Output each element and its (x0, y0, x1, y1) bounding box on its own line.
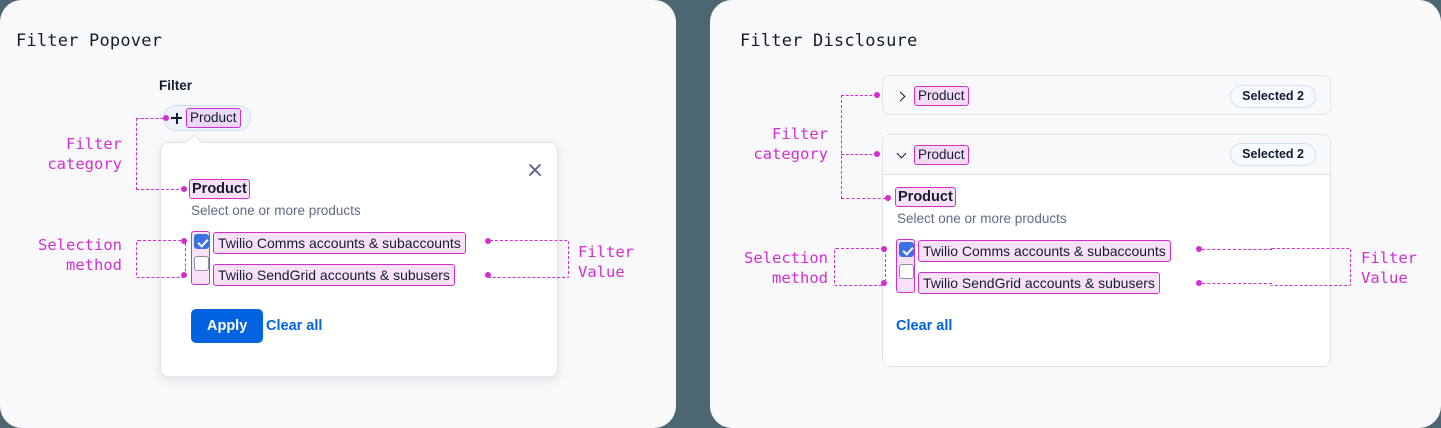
expanded-label-highlight: Product (914, 144, 969, 165)
anno-line (841, 95, 877, 96)
anno-line (841, 154, 877, 155)
selection-method-highlight-right (896, 239, 915, 293)
anno-dot (874, 151, 880, 157)
annotation-filter-value-left-text: Filter Value (578, 243, 634, 281)
disclosure-expanded: Product Selected 2 (882, 134, 1331, 367)
annotation-selection-method-right-text: Selection method (744, 249, 828, 287)
anno-dot (181, 186, 187, 192)
anno-dot (485, 272, 491, 278)
annotation-selection-method-left: Selection method (0, 235, 122, 275)
popover-group-title-highlight: Product (189, 179, 250, 199)
clear-all-button[interactable]: Clear all (266, 318, 323, 334)
disclosure-group-title-highlight: Product (895, 187, 956, 207)
annotation-selection-method-right: Selection method (710, 248, 828, 288)
disclosure-expanded-header[interactable]: Product Selected 2 (883, 135, 1330, 175)
disclosure-group-title: Product (898, 189, 953, 205)
filter-disclosure-panel: Filter Disclosure Product Selected 2 Pro… (710, 0, 1441, 428)
plus-icon (171, 112, 182, 124)
option-label-sendgrid-right[interactable]: Twilio SendGrid accounts & subusers (918, 272, 1160, 294)
anno-dot (881, 280, 887, 286)
popover-group-subtitle: Select one or more products (191, 203, 361, 218)
annotation-filter-category-right: Filter category (710, 124, 828, 164)
anno-line (136, 118, 137, 190)
annotation-filter-value-right: Filter Value (1361, 248, 1441, 288)
chevron-down-icon (896, 149, 908, 161)
annotation-selection-method-left-text: Selection method (38, 236, 122, 274)
disclosure-group-subtitle: Select one or more products (897, 211, 1067, 226)
apply-button[interactable]: Apply (191, 309, 264, 343)
checkbox-comms-right[interactable] (899, 242, 914, 257)
annotation-filter-value-left: Filter Value (578, 242, 676, 282)
popover-group-title: Product (192, 181, 247, 197)
anno-bracket (834, 248, 886, 286)
filter-trigger-label: Product (190, 110, 237, 125)
popover-arrow (186, 134, 202, 143)
anno-dot (881, 246, 887, 252)
selection-method-highlight (191, 231, 210, 285)
page-title-left: Filter Popover (16, 31, 163, 51)
disclosure-collapsed[interactable]: Product Selected 2 (882, 75, 1331, 115)
option-label-comms[interactable]: Twilio Comms accounts & subaccounts (213, 232, 466, 254)
page-title-right: Filter Disclosure (740, 31, 918, 51)
anno-dot (1196, 246, 1202, 252)
anno-line (841, 198, 886, 199)
checkbox-sendgrid-right[interactable] (899, 264, 914, 279)
anno-dot (181, 238, 187, 244)
filter-category-highlight: Product (186, 108, 241, 128)
annotation-filter-category-right-text: Filter category (753, 125, 828, 163)
disclosure-collapsed-header[interactable]: Product Selected 2 (883, 76, 1330, 114)
annotation-filter-category-left: Filter category (0, 134, 122, 174)
filter-popover-panel: Filter Popover Filter Product Product Se… (0, 0, 676, 428)
status-badge-expanded: Selected 2 (1230, 143, 1316, 166)
collapsed-label-highlight: Product (914, 86, 969, 106)
checkbox-comms[interactable] (194, 234, 209, 249)
anno-dot (1196, 280, 1202, 286)
close-icon[interactable] (524, 159, 546, 181)
anno-line (841, 95, 842, 199)
disclosure-collapsed-label: Product (918, 88, 965, 103)
anno-dot (163, 115, 169, 121)
option-label-sendgrid[interactable]: Twilio SendGrid accounts & subusers (213, 264, 455, 286)
chevron-right-icon (896, 90, 908, 102)
anno-dot (181, 272, 187, 278)
annotation-filter-value-right-text: Filter Value (1361, 249, 1417, 287)
anno-dot (874, 92, 880, 98)
option-label-comms-right[interactable]: Twilio Comms accounts & subaccounts (918, 240, 1171, 262)
checkbox-sendgrid[interactable] (194, 256, 209, 271)
filter-trigger-pill[interactable]: Product (163, 105, 251, 131)
filter-field-label: Filter (159, 78, 193, 93)
anno-dot (885, 195, 891, 201)
anno-dot (485, 238, 491, 244)
annotation-filter-category-left-text: Filter category (47, 135, 122, 173)
disclosure-expanded-label: Product (918, 146, 965, 162)
clear-all-button-right[interactable]: Clear all (896, 318, 953, 334)
disclosure-expanded-body (883, 175, 1330, 299)
status-badge-collapsed: Selected 2 (1230, 84, 1316, 108)
